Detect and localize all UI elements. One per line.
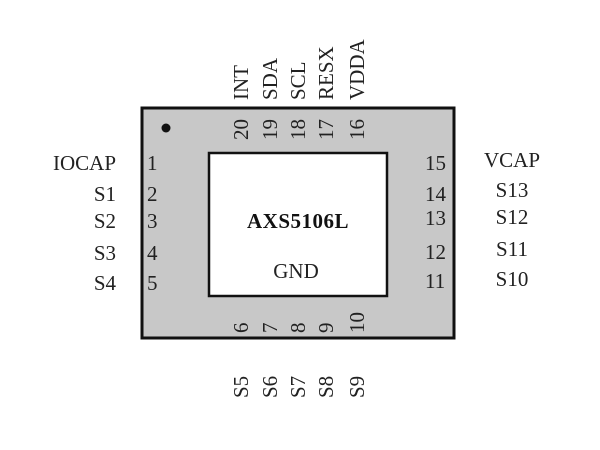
pin-number-13: 13 (425, 206, 446, 230)
pin-name-vdda: VDDA (345, 39, 369, 100)
pin-number-3: 3 (147, 209, 158, 233)
pin-name-s4: S4 (94, 271, 117, 295)
pin-number-7: 7 (258, 323, 282, 334)
pin-name-scl: SCL (286, 61, 310, 100)
pin-number-10: 10 (345, 312, 369, 333)
pin-name-resx: RESX (314, 46, 338, 100)
pin-number-4: 4 (147, 241, 158, 265)
pin-number-15: 15 (425, 151, 446, 175)
pin1-marker-dot (161, 123, 171, 133)
pin-name-s11: S11 (496, 237, 528, 261)
pin-name-sda: SDA (258, 57, 282, 100)
pin-number-9: 9 (314, 323, 338, 334)
pin-name-s13: S13 (496, 178, 529, 202)
pin-number-11: 11 (425, 269, 445, 293)
pin-number-1: 1 (147, 151, 158, 175)
pin-number-14: 14 (425, 182, 447, 206)
pin-number-6: 6 (229, 323, 253, 334)
ground-label: GND (273, 259, 319, 283)
pin-name-s7: S7 (286, 376, 310, 398)
pin-name-int: INT (229, 65, 253, 100)
pin-name-s1: S1 (94, 182, 116, 206)
pin-number-18: 18 (286, 119, 310, 140)
pin-name-s5: S5 (229, 376, 253, 398)
pin-number-17: 17 (314, 119, 338, 140)
chip-name: AXS5106L (247, 209, 349, 233)
pin-number-5: 5 (147, 271, 158, 295)
pin-number-16: 16 (345, 119, 369, 140)
pin-number-20: 20 (229, 119, 253, 140)
pin-number-19: 19 (258, 119, 282, 140)
pin-name-s12: S12 (496, 205, 529, 229)
pin-name-iocap: IOCAP (53, 151, 116, 175)
pin-name-s8: S8 (314, 376, 338, 398)
pin-number-12: 12 (425, 240, 446, 264)
pin-name-s6: S6 (258, 376, 282, 398)
pin-name-s10: S10 (496, 267, 529, 291)
pin-name-s9: S9 (345, 376, 369, 398)
pin-number-2: 2 (147, 182, 158, 206)
pin-name-s3: S3 (94, 241, 116, 265)
pin-number-8: 8 (286, 323, 310, 334)
pin-name-s2: S2 (94, 209, 116, 233)
pin-name-vcap: VCAP (484, 148, 540, 172)
chip-die (207, 151, 389, 298)
